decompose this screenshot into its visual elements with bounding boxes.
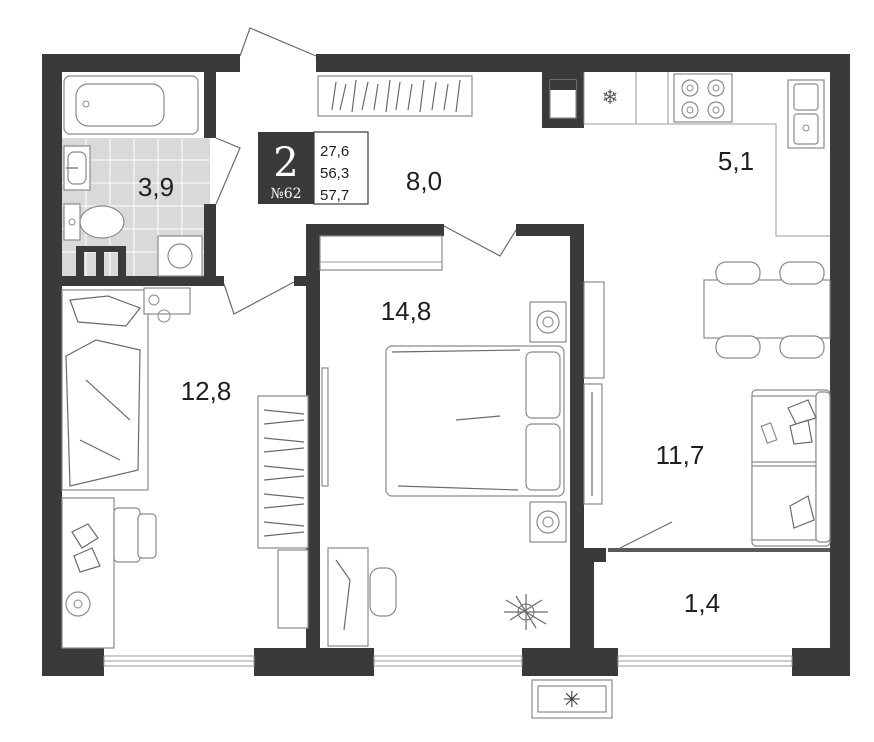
nightstand-bottom xyxy=(529,501,567,543)
apartment-number: №62 xyxy=(270,186,301,202)
sofa xyxy=(751,389,831,547)
balcony-area-label: 1,4 xyxy=(684,588,720,618)
dresser xyxy=(277,549,309,629)
hallway-area-label: 8,0 xyxy=(406,166,442,196)
bathroom-area-label: 3,9 xyxy=(138,172,174,202)
child-desk xyxy=(61,497,157,649)
doors xyxy=(215,27,673,549)
fridge: ❄ xyxy=(602,85,619,109)
mirror xyxy=(321,367,329,487)
asterisk-icon: ✳ xyxy=(563,688,581,713)
bedroom-area-label: 14,8 xyxy=(381,296,432,326)
washing-machine xyxy=(157,235,203,277)
room-count: 2 xyxy=(273,140,298,186)
washbasin xyxy=(63,145,91,191)
tv-unit xyxy=(583,281,605,505)
child-wardrobe xyxy=(257,395,309,549)
double-bed xyxy=(385,345,565,497)
walls xyxy=(42,54,850,676)
toilet xyxy=(63,203,125,241)
dining-table xyxy=(703,261,831,359)
apartment-badge: 2 №62 27,6 56,3 57,7 xyxy=(258,131,369,205)
bathtub xyxy=(63,75,199,135)
total-area-value: 56,3 xyxy=(320,165,349,182)
single-bed xyxy=(61,289,149,491)
kitchen-sink xyxy=(787,79,825,149)
nightstand-top xyxy=(529,301,567,343)
oven xyxy=(549,79,577,119)
bidet-stand xyxy=(143,287,191,323)
desk-bedroom xyxy=(327,547,397,647)
bedroom-wardrobe xyxy=(319,235,443,271)
total-area-with-balcony-value: 57,7 xyxy=(320,187,349,204)
child-room-area-label: 12,8 xyxy=(181,376,232,406)
ac-unit: ✳ xyxy=(531,679,613,719)
snowflake-icon: ❄ xyxy=(602,85,619,109)
windows xyxy=(103,655,793,667)
bathroom-cabinet xyxy=(76,246,126,276)
plant xyxy=(504,594,548,630)
wardrobe-hallway xyxy=(317,75,473,117)
living-area-value: 27,6 xyxy=(320,143,349,160)
kitchen-area-label: 5,1 xyxy=(718,146,754,176)
cooktop xyxy=(673,73,733,123)
kitchen-counter xyxy=(583,72,830,237)
living-room-area-label: 11,7 xyxy=(656,440,705,470)
